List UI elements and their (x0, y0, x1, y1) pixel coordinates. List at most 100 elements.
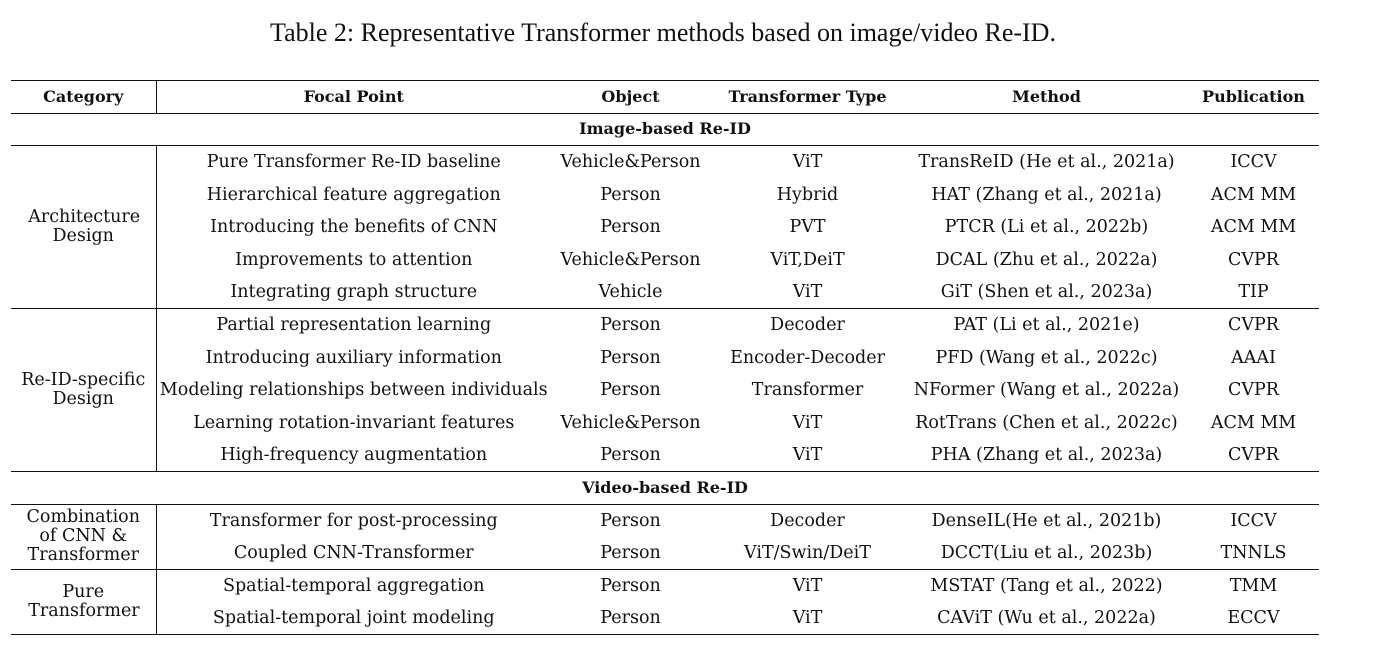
focal-point-cell: Transformer for post-processing (209, 510, 498, 531)
table-caption: Table 2: Representative Transformer meth… (270, 18, 1056, 47)
object-cell: Vehicle&Person (560, 152, 701, 173)
method-cell: RotTrans (Chen et al., 2022c) (915, 412, 1178, 433)
focal-point-cell: Learning rotation-invariant features (193, 412, 515, 433)
section-row-video: Video-based Re-ID (11, 471, 1319, 505)
object-cell: Person (551, 536, 710, 570)
object-cell: Vehicle&Person (560, 249, 701, 270)
table-row: Combination of CNN & Transformer Transfo… (11, 504, 1319, 570)
method-cell: TransReID (He et al., 2021a) (918, 152, 1175, 173)
table-header-row: Category Focal Point Object Transformer … (11, 80, 1319, 114)
focal-point-cell: Spatial-temporal joint modeling (156, 602, 551, 636)
publication-cell: TIP (1188, 276, 1319, 310)
table-row: Introducing auxiliary information Person… (11, 341, 1319, 374)
methods-table: Category Focal Point Object Transformer … (11, 80, 1319, 636)
table-row: Learning rotation-invariant features Veh… (11, 406, 1319, 439)
object-cell: Vehicle (551, 276, 710, 310)
publication-cell: ICCV (1230, 510, 1277, 531)
table-row: Hierarchical feature aggregation Person … (11, 178, 1319, 211)
publication-cell: CVPR (1228, 249, 1279, 270)
header-transformer-type: Transformer Type (710, 80, 905, 114)
object-cell: Person (600, 184, 661, 205)
object-cell: Person (600, 575, 661, 596)
category-cell: Re-ID-specific Design (11, 308, 157, 473)
focal-point-cell: Spatial-temporal aggregation (222, 575, 485, 596)
publication-cell: ACM MM (1210, 184, 1297, 205)
transformer-type-cell: ViT,DeiT (770, 249, 845, 270)
table-row: Modeling relationships between individua… (11, 374, 1319, 407)
object-cell: Person (600, 217, 661, 238)
header-method: Method (905, 80, 1188, 114)
object-cell: Vehicle&Person (560, 412, 701, 433)
transformer-type-cell: ViT (792, 152, 823, 173)
method-cell: NFormer (Wang et al., 2022a) (913, 380, 1180, 401)
object-cell: Person (551, 439, 710, 473)
publication-cell: AAAI (1231, 347, 1276, 368)
method-cell: PTCR (Li et al., 2022b) (944, 217, 1149, 238)
transformer-type-cell: ViT (792, 575, 823, 596)
header-publication: Publication (1188, 80, 1319, 114)
category-reid-specific: Re-ID-specific Design (21, 370, 146, 410)
transformer-type-cell: ViT (792, 412, 823, 433)
publication-cell: TMM (1229, 575, 1278, 596)
object-cell: Person (600, 315, 661, 336)
category-pure: Pure Transformer (28, 582, 140, 621)
method-cell: PAT (Li et al., 2021e) (953, 315, 1140, 336)
focal-point-cell: Improvements to attention (235, 249, 473, 270)
section-row-image: Image-based Re-ID (11, 113, 1319, 147)
method-cell: DCAL (Zhu et al., 2022a) (935, 249, 1158, 270)
section-title-image: Image-based Re-ID (11, 113, 1319, 147)
transformer-type-cell: Transformer (751, 380, 864, 401)
category-cell: Architecture Design (11, 145, 157, 310)
publication-cell: ACM MM (1210, 217, 1297, 238)
transformer-type-cell: ViT (710, 602, 905, 636)
publication-cell: TNNLS (1188, 536, 1319, 570)
object-cell: Person (551, 602, 710, 636)
focal-point-cell: Introducing the benefits of CNN (210, 217, 498, 238)
method-cell: DCCT(Liu et al., 2023b) (905, 536, 1188, 570)
focal-point-cell: Partial representation learning (216, 315, 492, 336)
category-architecture: Architecture Design (28, 207, 141, 247)
object-cell: Person (600, 510, 661, 531)
focal-point-cell: Pure Transformer Re-ID baseline (206, 152, 501, 173)
focal-point-cell: Coupled CNN-Transformer (156, 536, 551, 570)
table-row: Spatial-temporal joint modeling Person V… (11, 602, 1319, 636)
table-row: Architecture Design Pure Transformer Re-… (11, 145, 1319, 310)
table-row: Pure Transformer Spatial-temporal aggreg… (11, 569, 1319, 636)
transformer-type-cell: Decoder (770, 510, 845, 531)
publication-cell: ACM MM (1210, 412, 1297, 433)
publication-cell: ECCV (1188, 602, 1319, 636)
category-cell: Pure Transformer (11, 569, 157, 636)
transformer-type-cell: ViT (710, 439, 905, 473)
method-cell: PFD (Wang et al., 2022c) (935, 347, 1158, 368)
header-object: Object (551, 80, 710, 114)
object-cell: Person (600, 347, 661, 368)
table-row: Introducing the benefits of CNN Person P… (11, 211, 1319, 244)
header-category: Category (11, 80, 157, 114)
transformer-type-cell: ViT/Swin/DeiT (710, 536, 905, 570)
transformer-type-cell: Decoder (770, 315, 845, 336)
object-cell: Person (600, 380, 661, 401)
section-title-video: Video-based Re-ID (11, 471, 1319, 505)
category-combination: Combination of CNN & Transformer (26, 507, 140, 566)
table-row: Re-ID-specific Design Partial representa… (11, 308, 1319, 473)
focal-point-cell: High-frequency augmentation (156, 439, 551, 473)
method-cell: HAT (Zhang et al., 2021a) (931, 184, 1162, 205)
transformer-type-cell: Encoder-Decoder (730, 347, 885, 368)
method-cell: GiT (Shen et al., 2023a) (905, 276, 1188, 310)
transformer-type-cell: Hybrid (776, 184, 839, 205)
category-cell: Combination of CNN & Transformer (11, 504, 157, 570)
method-cell: PHA (Zhang et al., 2023a) (905, 439, 1188, 473)
transformer-type-cell: ViT (710, 276, 905, 310)
method-cell: CAViT (Wu et al., 2022a) (905, 602, 1188, 636)
table-row: Integrating graph structure Vehicle ViT … (11, 276, 1319, 310)
transformer-type-cell: PVT (789, 217, 826, 238)
focal-point-cell: Introducing auxiliary information (205, 347, 502, 368)
method-cell: MSTAT (Tang et al., 2022) (930, 575, 1163, 596)
focal-point-cell: Modeling relationships between individua… (159, 380, 548, 401)
table-row: Coupled CNN-Transformer Person ViT/Swin/… (11, 536, 1319, 570)
header-focal-point: Focal Point (156, 80, 551, 114)
publication-cell: ICCV (1230, 152, 1277, 173)
publication-cell: CVPR (1188, 439, 1319, 473)
table-row: High-frequency augmentation Person ViT P… (11, 439, 1319, 473)
focal-point-cell: Hierarchical feature aggregation (206, 184, 501, 205)
